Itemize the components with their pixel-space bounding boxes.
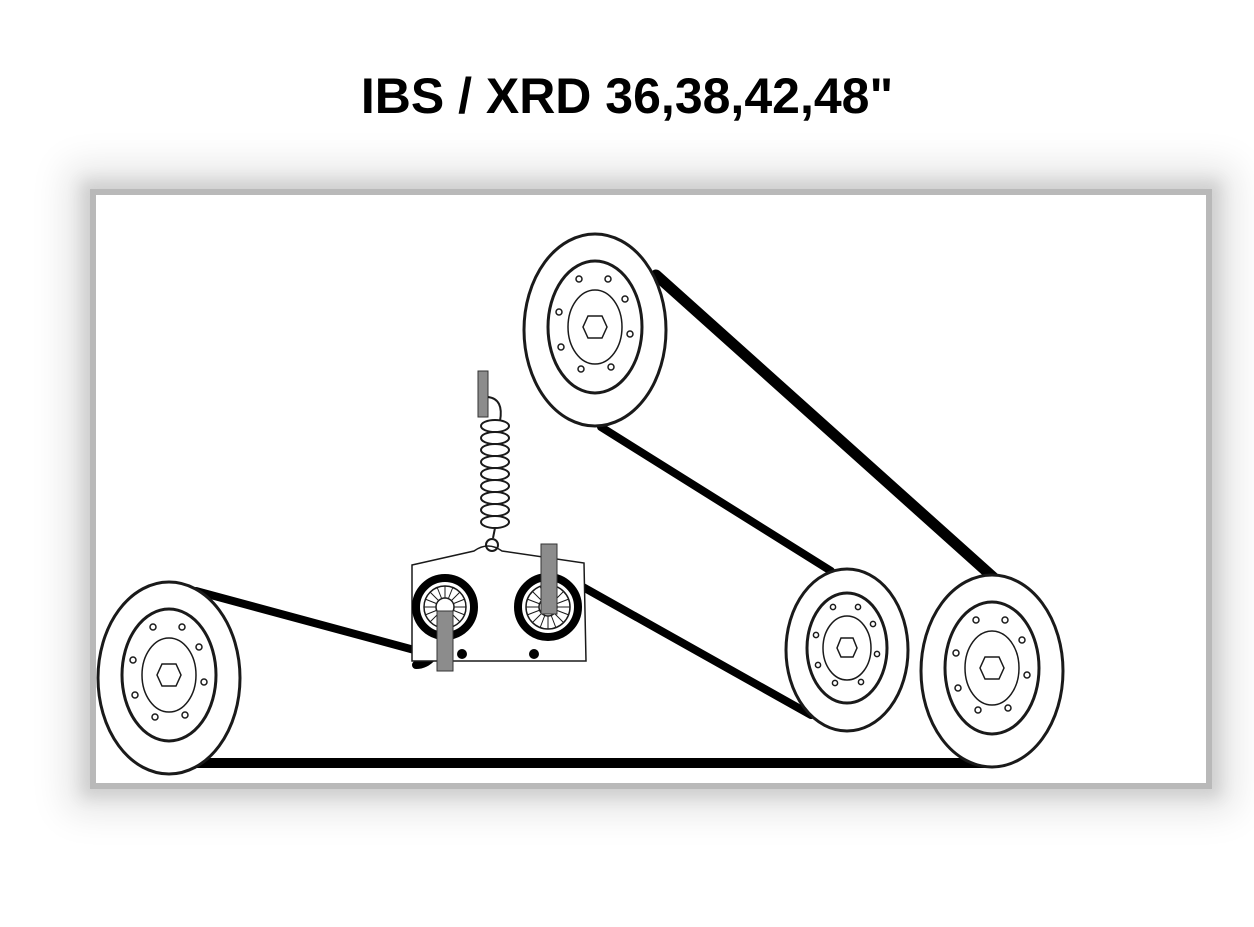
right-idler-pulley: [514, 543, 582, 659]
belt-top-to-middle-run: [597, 423, 835, 575]
hex-nut-icon: [582, 315, 608, 339]
belt-top-to-right-run: [650, 269, 1000, 584]
left-idler-pulley: [412, 574, 478, 672]
page-title: IBS / XRD 36,38,42,48": [360, 68, 894, 124]
tension-spring-icon: [480, 396, 510, 552]
hex-nut-icon: [156, 663, 182, 687]
left-idler-bolt-icon: [436, 610, 454, 672]
hex-nut-icon: [979, 656, 1005, 680]
right-idler-bolt-icon: [540, 543, 558, 615]
middle-pulley: [784, 567, 910, 733]
hex-nut-icon: [836, 637, 858, 658]
left-pulley: [96, 580, 242, 776]
spring-anchor-bolt-icon: [477, 370, 489, 418]
belt-left-run: [192, 587, 422, 655]
belt-idler-to-middle-run: [554, 569, 815, 719]
belt-tensioner-assembly: [411, 370, 587, 672]
belt-routing-diagram: [96, 232, 1065, 776]
belt-diagram-frame: [96, 195, 1206, 783]
right-pulley: [919, 573, 1065, 769]
top-pulley: [522, 232, 668, 428]
